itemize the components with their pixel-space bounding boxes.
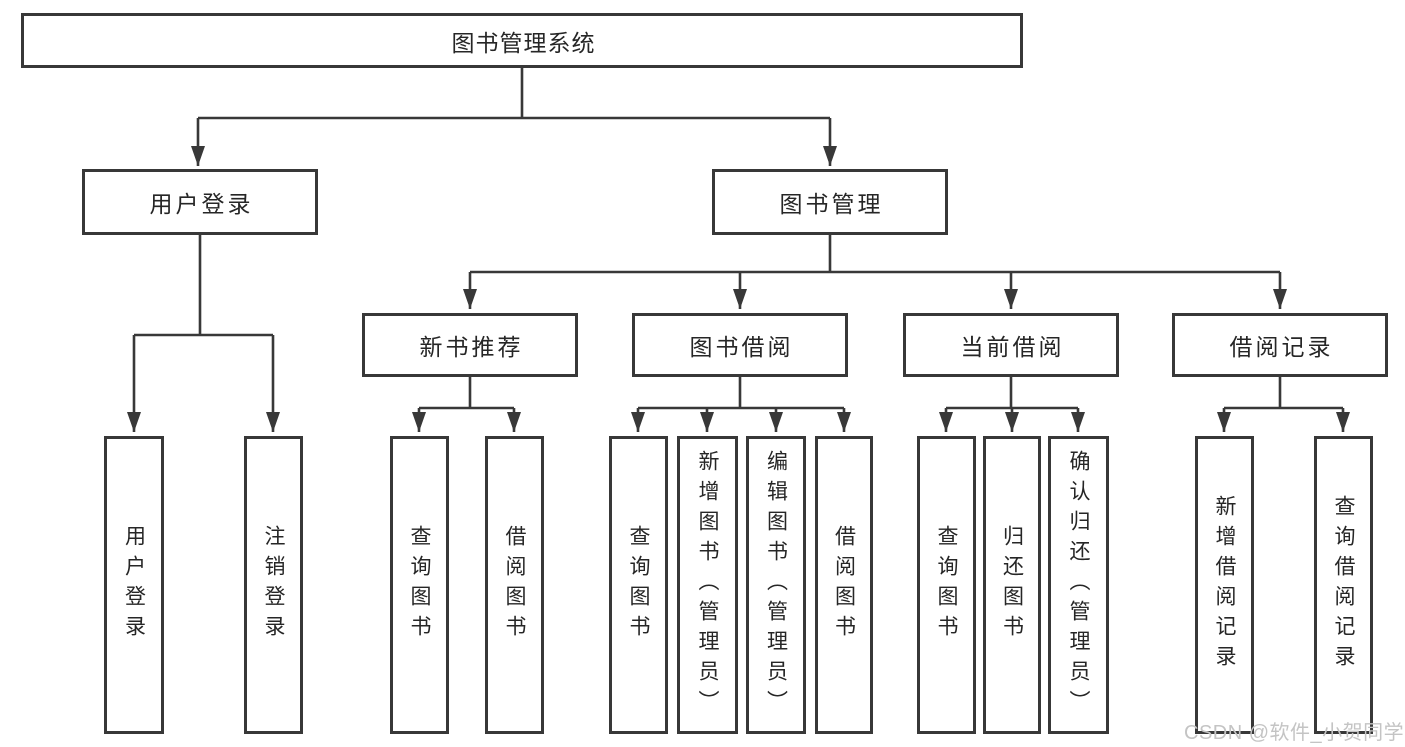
node-current-borrowing: 当前借阅: [903, 313, 1119, 377]
node-new-book-recommend-label: 新书推荐: [419, 334, 524, 360]
leaf-recommend-borrow-books-label: 借阅图书: [503, 525, 526, 645]
leaf-query-borrow-record: 查询借阅记录: [1314, 436, 1373, 734]
node-book-borrowing: 图书借阅: [632, 313, 848, 377]
leaf-user-login: 用户登录: [104, 436, 164, 734]
leaf-borrowing-borrow-books-label: 借阅图书: [832, 525, 856, 645]
leaf-logout-label: 注销登录: [262, 525, 285, 645]
leaf-recommend-query-books-label: 查询图书: [408, 525, 431, 645]
leaf-return-books: 归还图书: [983, 436, 1041, 734]
csdn-watermark: CSDN @软件_小贺同学: [1184, 722, 1405, 744]
leaf-add-borrow-record-label: 新增借阅记录: [1213, 495, 1236, 675]
leaf-return-books-label: 归还图书: [1000, 525, 1024, 645]
node-new-book-recommend: 新书推荐: [362, 313, 578, 377]
node-system-root: 图书管理系统: [21, 13, 1023, 68]
leaf-logout: 注销登录: [244, 436, 303, 734]
node-user-login: 用户登录: [82, 169, 318, 235]
leaf-edit-books-admin: 编辑图书（管理员）: [746, 436, 806, 734]
leaf-user-login-label: 用户登录: [122, 525, 146, 645]
node-book-management-label: 图书管理: [779, 191, 884, 217]
node-current-borrowing-label: 当前借阅: [960, 334, 1065, 360]
leaf-borrowing-query-books-label: 查询图书: [627, 525, 650, 645]
node-system-root-label: 图书管理系统: [451, 29, 596, 56]
leaf-confirm-return-admin: 确认归还（管理员）: [1048, 436, 1109, 734]
leaf-current-query-books-label: 查询图书: [935, 525, 958, 645]
leaf-current-query-books: 查询图书: [917, 436, 976, 734]
leaf-recommend-query-books: 查询图书: [390, 436, 449, 734]
leaf-query-borrow-record-label: 查询借阅记录: [1332, 495, 1355, 675]
leaf-recommend-borrow-books: 借阅图书: [485, 436, 544, 734]
leaf-add-books-admin-label: 新增图书（管理员）: [696, 450, 719, 720]
leaf-add-books-admin: 新增图书（管理员）: [677, 436, 738, 734]
leaf-edit-books-admin-label: 编辑图书（管理员）: [764, 450, 788, 720]
leaf-add-borrow-record: 新增借阅记录: [1195, 436, 1254, 734]
node-borrowing-records: 借阅记录: [1172, 313, 1388, 377]
node-user-login-label: 用户登录: [149, 191, 254, 217]
node-book-management: 图书管理: [712, 169, 948, 235]
node-book-borrowing-label: 图书借阅: [689, 334, 794, 360]
leaf-confirm-return-admin-label: 确认归还（管理员）: [1067, 450, 1090, 720]
leaf-borrowing-query-books: 查询图书: [609, 436, 668, 734]
leaf-borrowing-borrow-books: 借阅图书: [815, 436, 873, 734]
node-borrowing-records-label: 借阅记录: [1229, 334, 1334, 360]
